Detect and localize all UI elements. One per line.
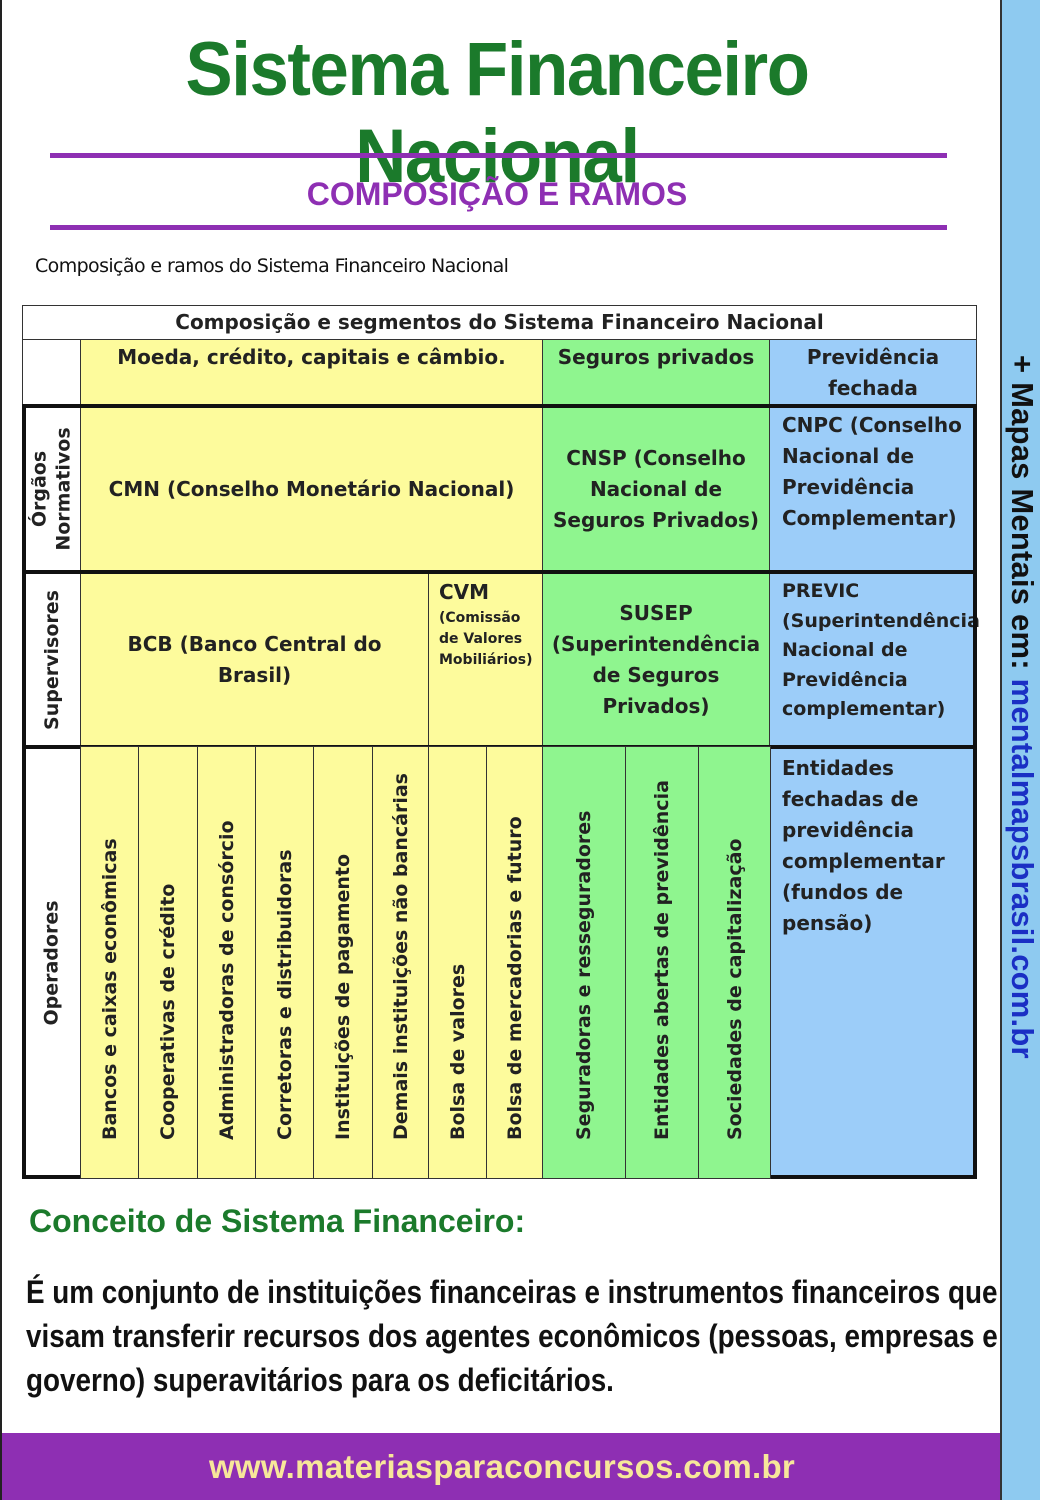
row-divider xyxy=(22,570,977,574)
susep-cell: SUSEP (Superintendência de Seguros Priva… xyxy=(542,572,770,747)
title-divider-top xyxy=(50,153,947,158)
previc-cell: PREVIC (Superintendência Nacional de Pre… xyxy=(769,572,980,747)
operator-column-moeda: Bolsa de mercadorias e futuro xyxy=(486,746,544,1179)
operator-label: Corretoras e distribuidoras xyxy=(273,849,296,1140)
operator-label: Entidades abertas de previdência xyxy=(651,780,673,1140)
cmn-cell: CMN (Conselho Monetário Nacional) xyxy=(80,405,543,573)
operator-label: Seguradoras e resseguradores xyxy=(573,810,595,1140)
page: Sistema Financeiro Nacional COMPOSIÇÃO E… xyxy=(0,0,1002,1500)
concept-title: Conceito de Sistema Financeiro: xyxy=(29,1203,526,1239)
operator-label: Administradoras de consórcio xyxy=(215,820,238,1140)
table-caption: Composição e ramos do Sistema Financeiro… xyxy=(35,255,509,277)
concept-text: É um conjunto de instituições financeira… xyxy=(26,1274,998,1398)
cvm-cell: CVM (Comissão de Valores Mobiliários) xyxy=(428,572,543,747)
cvm-title: CVM xyxy=(439,580,490,604)
operator-column-moeda: Corretoras e distribuidoras xyxy=(255,746,314,1179)
operator-column-seguros: Sociedades de capitalização xyxy=(698,746,771,1179)
row-label-normativos: Órgãos Normativos xyxy=(22,405,81,573)
cnsp-cell: CNSP (Conselho Nacional de Seguros Priva… xyxy=(542,405,770,573)
operator-label: Bolsa de mercadorias e futuro xyxy=(504,816,526,1140)
operator-column-moeda: Demais instituições não bancárias xyxy=(372,746,429,1179)
title-divider-bottom xyxy=(50,225,947,230)
operator-label: Cooperativas de crédito xyxy=(157,883,179,1140)
cnpc-cell: CNPC (Conselho Nacional de Previdência C… xyxy=(769,405,977,573)
segment-seguros: Seguros privados xyxy=(542,339,770,406)
operator-column-seguros: Entidades abertas de previdência xyxy=(625,746,699,1179)
segment-previdencia: Previdência fechada xyxy=(769,339,977,406)
operator-column-moeda: Bancos e caixas econômicas xyxy=(80,746,139,1179)
sfn-table: Composição e segmentos do Sistema Financ… xyxy=(22,305,980,1179)
footer: www.materiasparaconcursos.com.br xyxy=(2,1433,1002,1500)
bcb-cell: BCB (Banco Central do Brasil) xyxy=(80,572,429,747)
side-banner-prefix: + Mapas Mentais em: xyxy=(1005,355,1040,679)
operator-column-moeda: Cooperativas de crédito xyxy=(138,746,198,1179)
row-divider xyxy=(22,404,977,408)
operator-column-moeda: Administradoras de consórcio xyxy=(197,746,256,1179)
page-title: Sistema Financeiro Nacional xyxy=(185,27,809,199)
operator-label: Bolsa de valores xyxy=(446,963,469,1140)
cvm-desc: (Comissão de Valores Mobiliários) xyxy=(439,610,533,668)
footer-link[interactable]: www.materiasparaconcursos.com.br xyxy=(208,1447,796,1485)
table-border-right xyxy=(973,404,977,1179)
operator-label: Bancos e caixas econômicas xyxy=(98,838,121,1140)
operator-label: Instituições de pagamento xyxy=(332,853,354,1140)
previdencia-operator-cell: Entidades fechadas de previdência comple… xyxy=(769,746,977,1179)
side-banner-text: + Mapas Mentais em: mentalmapsbrasil.com… xyxy=(1004,355,1040,1059)
corner-cell xyxy=(22,339,81,406)
operator-label: Sociedades de capitalização xyxy=(723,838,746,1140)
operator-column-moeda: Bolsa de valores xyxy=(428,746,487,1179)
operator-column-moeda: Instituições de pagamento xyxy=(313,746,373,1179)
row-label-supervisores: Supervisores xyxy=(22,572,81,747)
table-border-left xyxy=(22,404,26,1179)
operator-column-seguros: Seguradoras e resseguradores xyxy=(542,746,626,1179)
table-header: Composição e segmentos do Sistema Financ… xyxy=(22,305,977,340)
row-label-operadores: Operadores xyxy=(22,746,81,1179)
side-banner-link[interactable]: mentalmapsbrasil.com.br xyxy=(1005,678,1040,1059)
segment-moeda: Moeda, crédito, capitais e câmbio. xyxy=(80,339,543,406)
side-banner: + Mapas Mentais em: mentalmapsbrasil.com… xyxy=(1000,0,1040,1500)
operator-label: Demais instituições não bancárias xyxy=(389,773,412,1140)
page-subtitle: COMPOSIÇÃO E RAMOS xyxy=(306,176,688,212)
